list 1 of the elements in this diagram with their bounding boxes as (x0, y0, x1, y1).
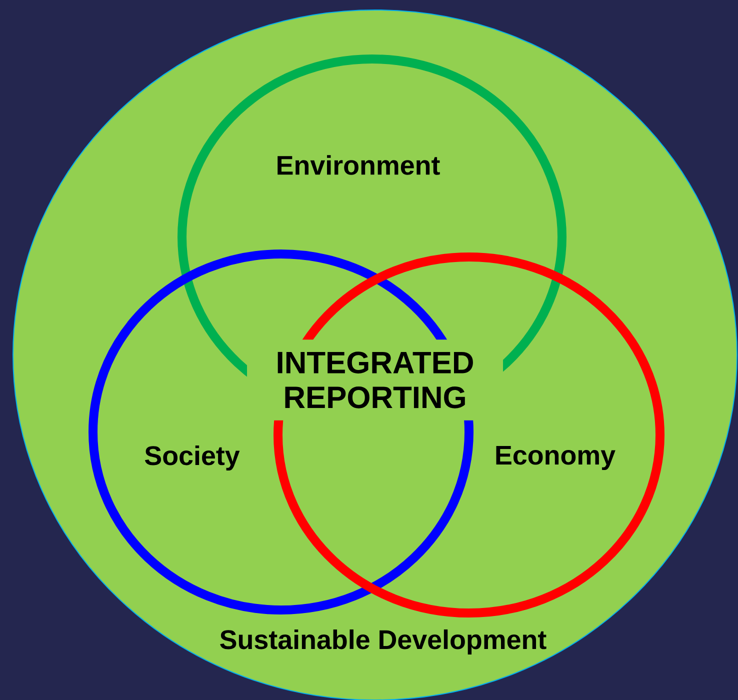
center-label: INTEGRATED REPORTING (247, 340, 503, 420)
